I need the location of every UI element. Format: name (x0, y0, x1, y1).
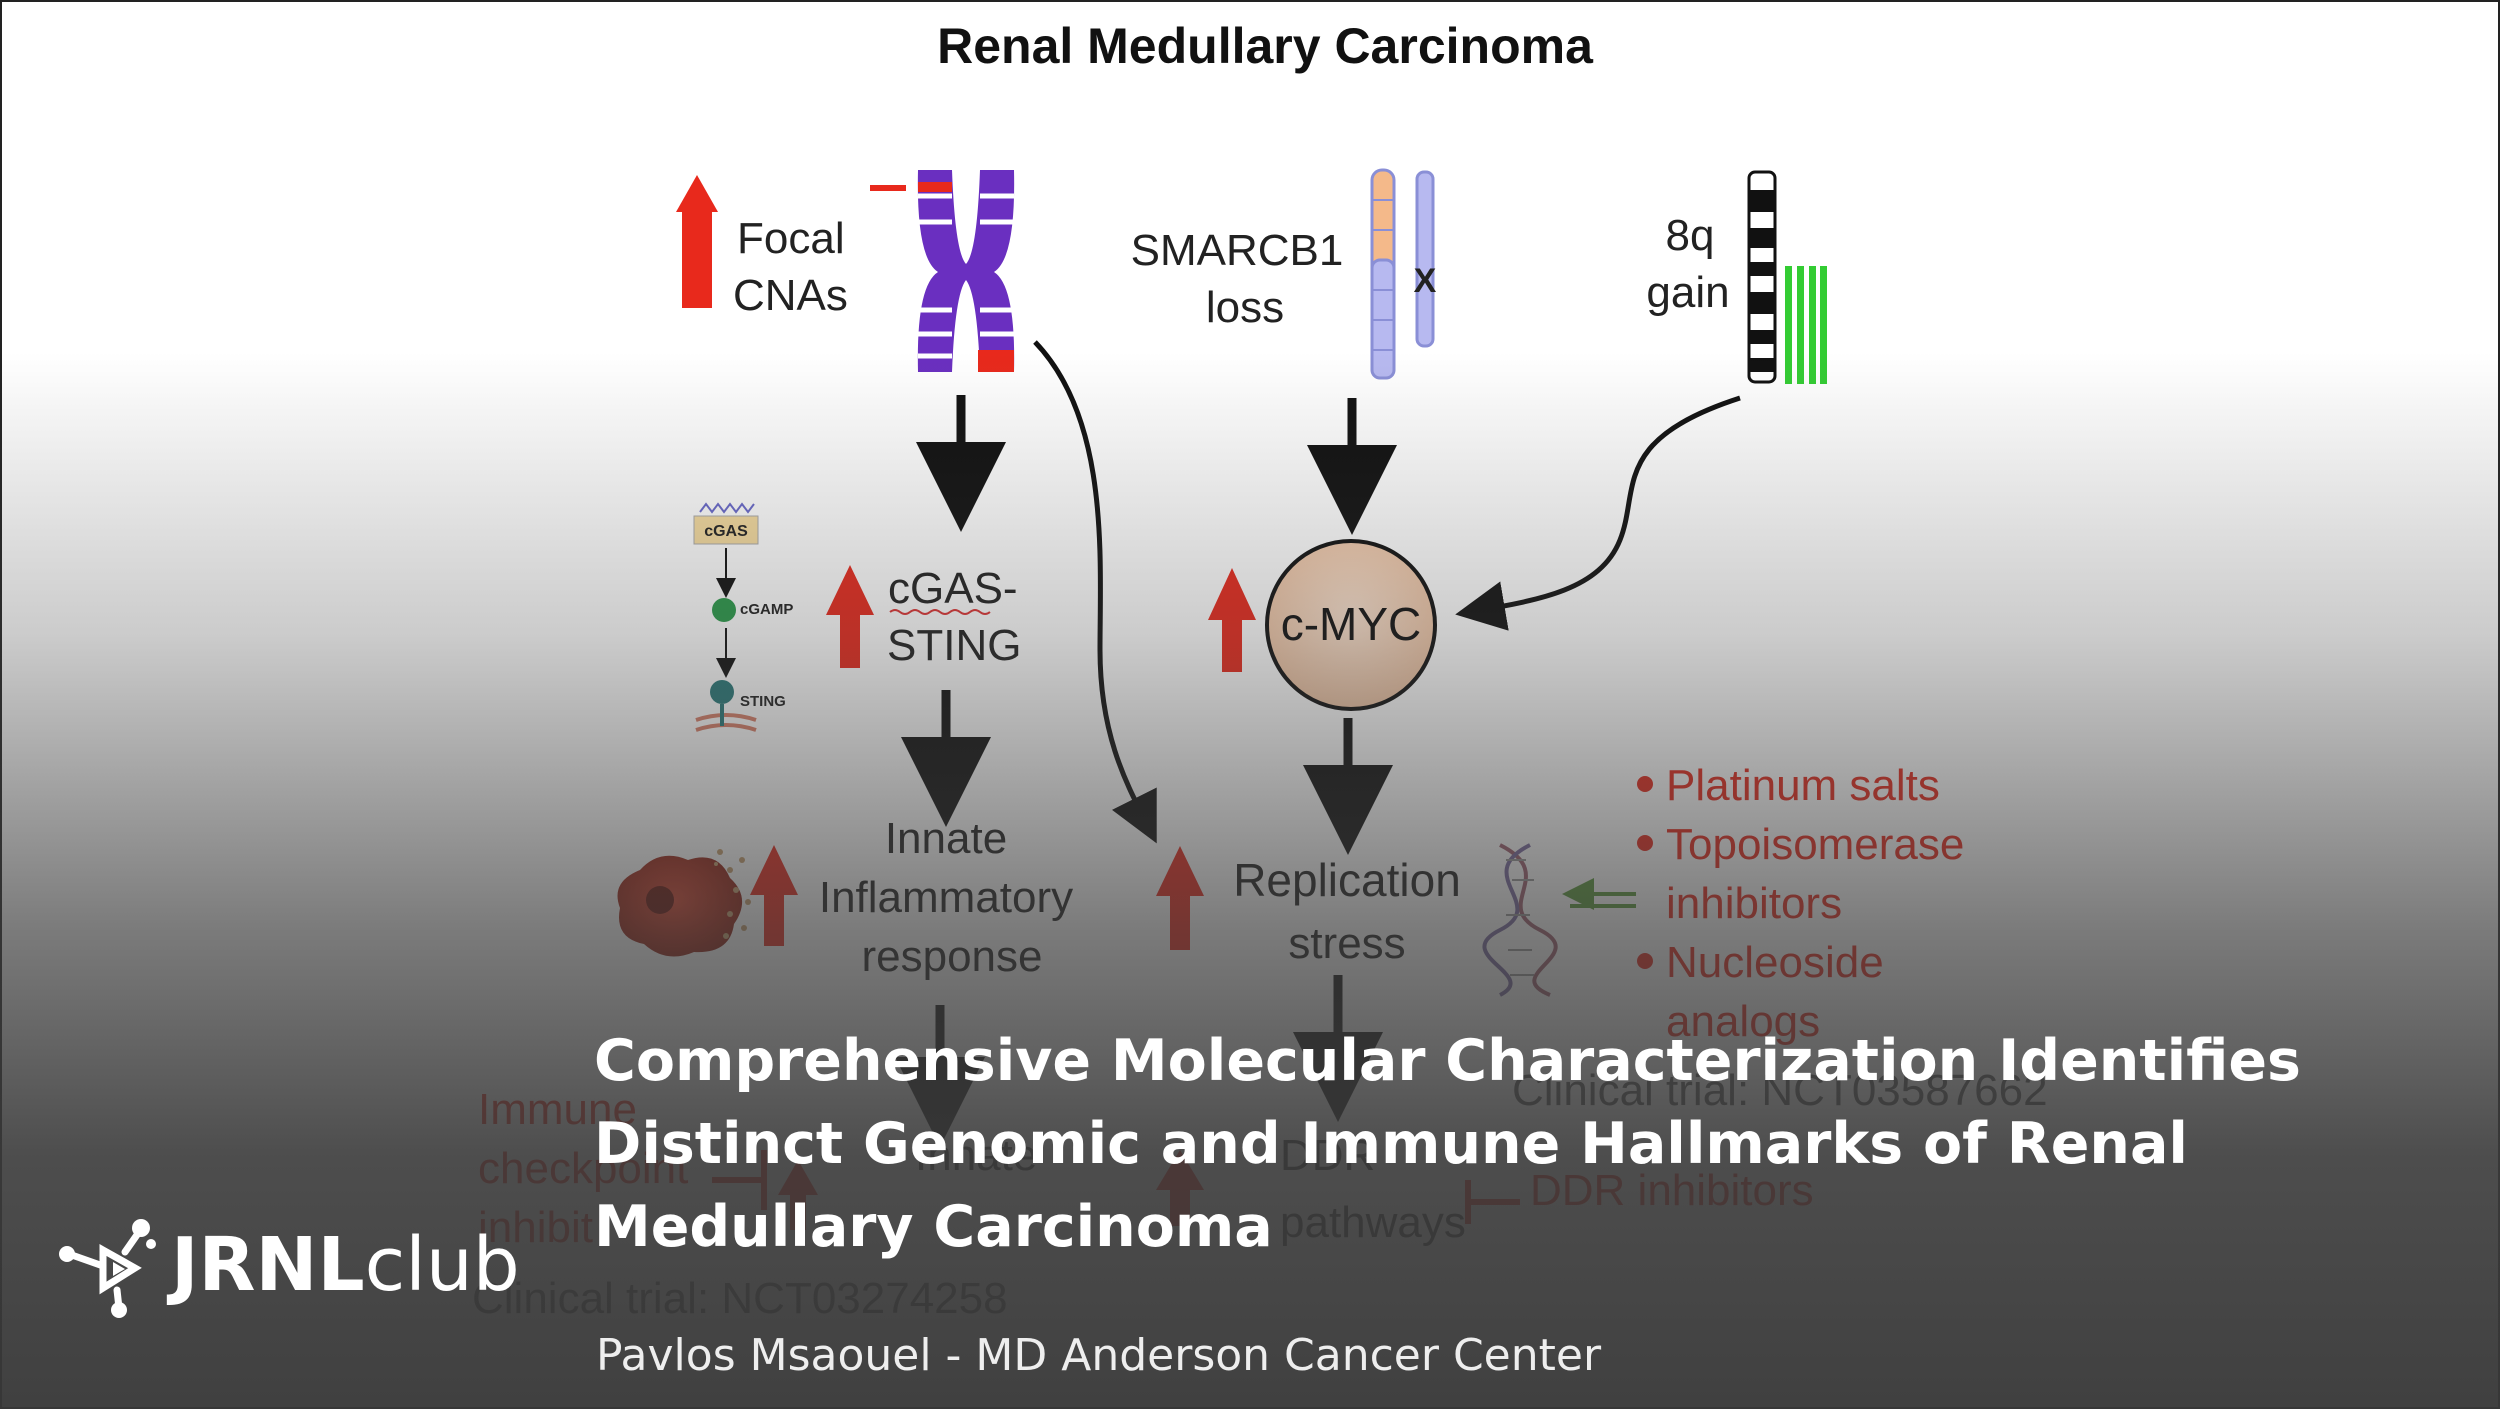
figure-title: Renal Medullary Carcinoma (937, 18, 1594, 74)
mini-sting-label: STING (740, 693, 786, 710)
mini-cgas-label: cGAS (704, 523, 748, 540)
arrow-8q-to-cmyc (1455, 395, 1741, 631)
mini-cgamp-label: cGAMP (740, 601, 793, 618)
video-byline: Pavlos Msaouel - MD Anderson Cancer Cent… (596, 1330, 1602, 1381)
chromosome-icon (870, 170, 1015, 372)
therapy-platinum: Platinum salts (1666, 761, 1940, 810)
chromosome-body (917, 170, 1015, 372)
brand-logo: JRNLclub (55, 1210, 520, 1320)
cgas-label: cGAS- (888, 564, 1018, 613)
8q-label: 8q (1666, 211, 1715, 260)
brand-wordmark: JRNLclub (171, 1225, 520, 1305)
brand-jrnl: JRNL (171, 1222, 365, 1308)
smarcb1-label: SMARCB1 (1131, 226, 1344, 275)
replication-label: Replication (1233, 854, 1461, 906)
brand-club: club (364, 1222, 520, 1308)
therapy-topoisomerase-2: inhibitors (1666, 879, 1842, 928)
cgas-mini-pathway: cGAS cGAMP STING (693, 502, 793, 732)
video-headline: Comprehensive Molecular Characterization… (594, 1028, 2301, 1260)
jrnl-molecule-icon (59, 1219, 156, 1318)
innate-label: Innate (885, 814, 1007, 863)
focal-label: Focal (737, 214, 845, 263)
cgas-sting-group: cGAS- STING (826, 564, 1021, 670)
cmyc-group: c-MYC (1208, 539, 1437, 711)
cmyc-label: c-MYC (1281, 598, 1422, 650)
gain-label: gain (1646, 268, 1729, 317)
focal-cnas-group: Focal CNAs (676, 175, 848, 320)
dna-helix-icon (1482, 843, 1558, 997)
replication-stress-group: Replication stress (1156, 846, 1461, 968)
deletion-band (918, 182, 952, 192)
inflammatory-label: Inflammatory (819, 873, 1073, 922)
trial-label-bottom: Clinical trial: NCT03274258 (472, 1274, 1008, 1323)
red-up-arrow-head (676, 175, 718, 212)
green-inhibit-arrow (1562, 878, 1636, 910)
gain-8q-group: 8q gain (1646, 170, 1827, 384)
response-label: response (861, 932, 1042, 981)
innate-response-group: Innate Inflammatory response (750, 814, 1073, 981)
arrow-cnas-to-replication (1033, 340, 1157, 844)
cgamp-dot (712, 598, 736, 622)
loss-label: loss (1206, 283, 1284, 332)
smarcb1-group: SMARCB1 loss X (1131, 168, 1437, 380)
sting-label: STING (887, 621, 1021, 670)
cnas-label: CNAs (733, 271, 848, 320)
red-up-arrow (1208, 568, 1256, 672)
therapy-topoisomerase: Topoisomerase (1666, 820, 1964, 869)
red-up-arrow (826, 565, 874, 668)
red-up-arrow (1156, 846, 1204, 950)
red-up-arrow (750, 845, 798, 946)
deletion-x-mark: X (1414, 262, 1437, 300)
chromosome-22-right (1415, 170, 1435, 348)
sting-dot (710, 680, 734, 704)
amplification-mark (978, 350, 1014, 372)
stress-label: stress (1288, 919, 1405, 968)
red-up-arrow (682, 208, 712, 308)
therapy-nucleoside: Nucleoside (1666, 938, 1884, 987)
gain-copies (1785, 266, 1827, 384)
inflammatory-cell-icon (617, 849, 751, 957)
